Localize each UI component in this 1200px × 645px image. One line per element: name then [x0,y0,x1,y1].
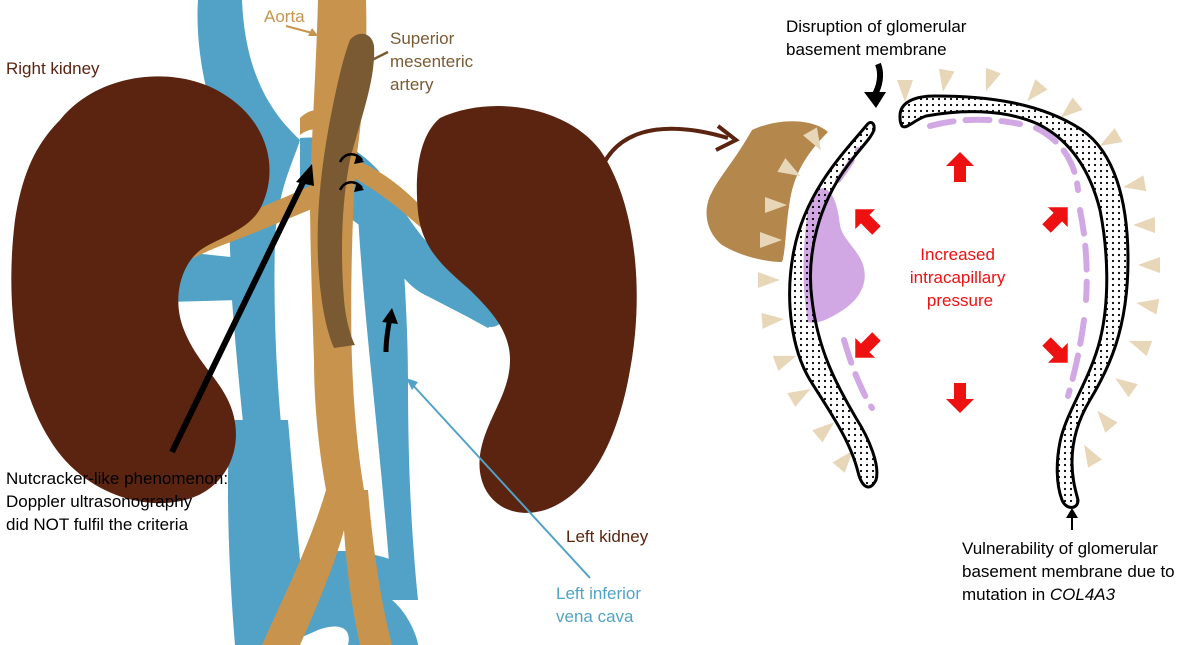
left-ivc-label: Left inferior vena cava [556,584,646,626]
vulnerability-label: Vulnerability of glomerular basement mem… [962,539,1179,604]
podocyte-foot-process [777,158,801,176]
podocyte-foot-process [985,67,1001,92]
curved-flow-arrow-icon [354,154,364,164]
podocyte-foot-process [1138,257,1160,273]
left-kidney [416,106,637,513]
pressure-arrows [855,152,1068,413]
disruption-arrow-icon [864,92,886,108]
vulnerability-label-line: basement membrane due to [962,562,1175,581]
pressure-arrow-icon [855,209,881,235]
glomerulus-panel: Increased intracapillary pressure Disrup… [706,17,1179,604]
anatomy-panel: Aorta Superior mesenteric artery Right k… [6,0,649,645]
left-ivc-leader-head [406,378,418,390]
sma-label-line: Superior [390,29,455,48]
sma-label-line: artery [390,75,434,94]
upper-aorta-branch [300,110,324,135]
disruption-label-line: Disruption of glomerular [786,17,967,36]
podocyte-foot-process [772,355,797,371]
podocyte-foot-process [760,232,782,248]
right-kidney-label: Right kidney [6,59,100,78]
left-ivc-label-line: Left inferior [556,584,641,603]
sma-leader [371,50,389,62]
pressure-label-line: pressure [927,291,993,310]
podocyte-foot-process [1027,79,1048,102]
podocyte-foot-process [1128,340,1153,356]
podocyte-foot-process [1133,217,1155,233]
nutcracker-leader [169,174,309,454]
sma-label-line: mesenteric [390,52,474,71]
vulnerability-label-line: Vulnerability of glomerular [962,539,1158,558]
vulnerability-label-line: mutation in [962,585,1050,604]
disruption-arrow-icon [871,62,884,98]
podocyte-foot-process [787,389,811,407]
podocyte-foot-process [812,422,835,443]
nutcracker-label-line: Nutcracker-like phenomenon: [6,469,228,488]
pressure-label: Increased intracapillary pressure [910,245,1010,310]
podocyte-foot-process [1097,410,1118,433]
podocyte-foot-process [761,312,784,329]
podocyte-foot-process [758,272,780,288]
right-kidney [11,76,270,504]
podocyte-foot-process [897,80,913,102]
podocyte-foot-process [1084,444,1102,468]
podocyte-layer [758,67,1160,473]
disruption-label-line: basement membrane [786,40,947,59]
gene-name: COL4A3 [1050,585,1116,604]
nutcracker-label-line: Doppler ultrasonography [6,492,193,511]
left-kidney-label: Left kidney [566,527,649,546]
pressure-label-line: Increased [920,245,995,264]
left-ivc-leader [409,381,591,579]
curved-connector-arrow-icon [596,126,729,179]
podocyte-foot-process [765,197,787,213]
mesangial-tissue [706,121,828,262]
podocyte-foot-process [1136,298,1160,315]
podocyte-foot-process [803,127,821,151]
pressure-label-line: intracapillary [910,268,1006,287]
flow-arrows [338,153,398,353]
curved-flow-arrow-icon [354,182,364,192]
upward-flow-arrow-icon [382,308,398,324]
gbm-left-segment [788,121,879,489]
pressure-arrow-icon [1042,337,1068,363]
anatomy-labels: Aorta Superior mesenteric artery Right k… [6,7,649,626]
pressure-arrow-icon [946,152,974,182]
podocyte-foot-process [1115,378,1138,398]
podocyte-foot-process [938,68,955,92]
sma-label: Superior mesenteric artery [390,29,478,94]
podocyte-foot-process [1060,97,1083,118]
podocyte-foot-process [832,450,853,473]
nutcracker-label-line: did NOT fulfil the criteria [6,515,189,534]
right-renal-artery [178,185,314,265]
aorta-label: Aorta [264,7,305,26]
pressure-arrow-icon [946,383,974,413]
vulnerability-leader-head [1066,508,1078,518]
left-ivc-label-line: vena cava [556,607,634,626]
gbm-right-segment [898,94,1130,509]
podocyte-foot-process [1099,128,1123,146]
iliac-arteries [262,490,392,645]
aorta-leader-head [308,28,318,36]
podocyte-foot-process [1123,175,1147,192]
pressure-arrow-icon [1042,207,1068,233]
nutcracker-label: Nutcracker-like phenomenon: Doppler ultr… [6,469,233,534]
pressure-arrow-icon [855,332,881,358]
superior-mesenteric-artery [317,33,375,348]
left-ivc [356,180,418,600]
nutcracker-leader-head [296,164,314,186]
curved-connector-arrow-icon [715,124,740,152]
disruption-label: Disruption of glomerular basement membra… [786,17,971,59]
